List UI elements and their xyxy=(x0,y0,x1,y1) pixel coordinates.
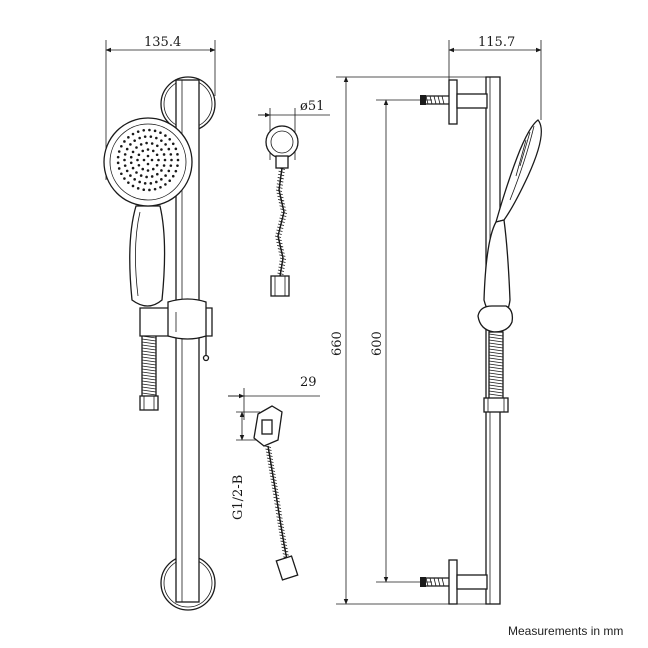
detail-hose xyxy=(274,167,288,277)
side-top-mount xyxy=(420,79,488,125)
measurement-units-caption: Measurements in mm xyxy=(508,624,624,638)
front-width-label: 135.4 xyxy=(144,35,181,50)
connector-detail: 29 G1/2-B xyxy=(228,375,320,581)
fixing-distance-label: 600 xyxy=(370,331,385,356)
front-view: 135.4 xyxy=(103,35,216,611)
thread-label: G1/2-B xyxy=(231,475,246,520)
hand-shower-side xyxy=(477,119,542,413)
side-width-label: 115.7 xyxy=(478,35,515,50)
connector-hose xyxy=(264,445,290,561)
front-hose xyxy=(139,327,159,411)
side-bottom-mount xyxy=(420,559,488,605)
holder-detail: ø51 xyxy=(258,99,330,297)
spray-nozzles xyxy=(116,128,180,192)
hand-shower-front xyxy=(103,117,193,307)
fixing-distance-dimension: 600 xyxy=(370,99,432,583)
side-view: 115.7 660 600 xyxy=(330,35,542,605)
total-height-dimension: 660 xyxy=(330,76,498,605)
side-width-dimension: 115.7 xyxy=(448,35,542,120)
connector-depth-label: 29 xyxy=(300,375,317,390)
holder-diameter-label: ø51 xyxy=(300,99,324,114)
total-height-label: 660 xyxy=(330,331,345,356)
slider-holder xyxy=(139,298,213,362)
